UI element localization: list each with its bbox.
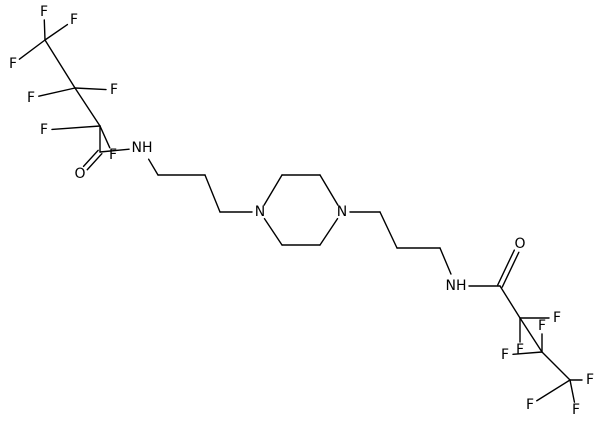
bond-C18-F12 [536,379,571,402]
bond-layer [18,19,583,403]
bond-C15-O2 [501,251,520,288]
bond-C4-NH1 [99,148,130,153]
bond-C12-C13 [379,211,398,249]
bond-C3-F7 [99,125,111,149]
atom-label-n1: N [255,204,265,220]
bond-C14-NH2 [439,247,452,275]
bond-C4-O1 [86,152,103,171]
bond-C1-F1 [43,19,46,41]
atom-label-f3: F [70,12,78,28]
bond-N2-C10 [319,217,339,246]
bond-C15-C16 [499,285,521,319]
atom-label-f2: F [9,56,17,72]
bond-NH1-C5 [147,158,159,176]
atom-label-f14: F [586,372,594,388]
bond-C11-N1 [263,217,283,246]
bond-C16-C17 [519,317,543,353]
atom-label-nh2: NH [446,278,467,294]
atom-label-f10: F [538,318,546,334]
atom-label-nh1: NH [132,140,153,156]
atom-label-f8: F [516,342,524,358]
bond-C2-F5 [74,87,107,91]
bond-C18-F13 [569,379,576,403]
bond-C3-F6 [51,125,101,131]
bond-C1-F2 [18,39,46,60]
atom-label-f7: F [109,147,117,163]
bond-C15-O2 [497,249,516,286]
bond-C1-C2 [44,39,76,89]
atom-label-f5: F [110,82,118,98]
atom-label-f12: F [526,397,534,413]
atom-label-o1: O [74,166,85,182]
atom-label-n2: N [337,204,347,220]
atom-label-f11: F [501,347,509,363]
bond-C6-C7 [204,174,221,213]
bond-C4-O1 [82,149,99,168]
atom-label-f1: F [40,4,48,20]
atom-label-f4: F [27,90,35,106]
atom-label-f6: F [40,122,48,138]
bond-C2-C3 [74,87,101,127]
bond-N1-C8 [263,174,283,206]
bond-C17-F11 [512,351,543,356]
atom-label-o2: O [514,236,525,252]
bond-C17-C18 [541,351,571,381]
bond-C1-F3 [44,23,69,41]
atom-label-f9: F [553,310,561,326]
bond-C2-F4 [38,87,76,97]
bond-C9-N2 [319,174,339,206]
atom-label-f13: F [572,402,580,418]
